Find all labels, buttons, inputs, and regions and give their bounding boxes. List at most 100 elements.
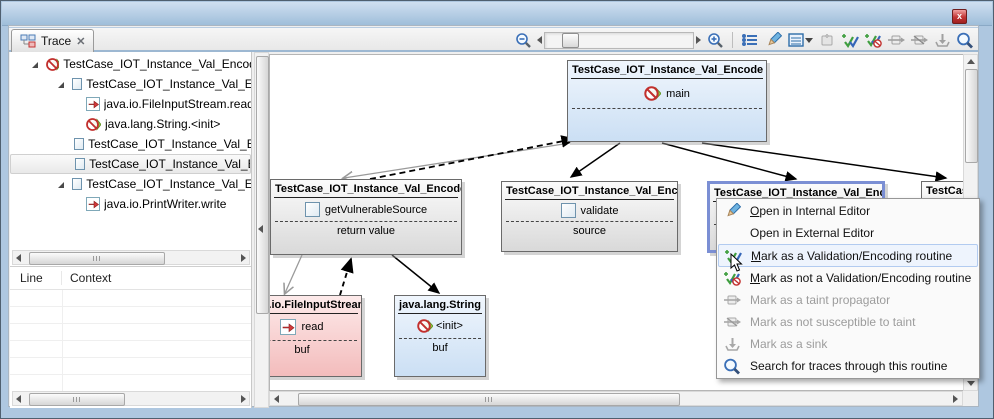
expand-arrow-icon[interactable]: [58, 77, 68, 91]
context-table: Line Context: [10, 266, 251, 391]
scroll-up-icon[interactable]: [967, 59, 975, 64]
show-call-list-button[interactable]: [741, 31, 759, 49]
node-method-row[interactable]: read: [270, 314, 361, 340]
scroll-left-icon[interactable]: [16, 254, 21, 262]
search-traces-button[interactable]: [956, 31, 974, 49]
menu-item-mark-not-validation[interactable]: Mark as not a Validation/Encoding routin…: [718, 267, 978, 289]
tree-row[interactable]: java.io.FileInputStream.read: [10, 94, 251, 114]
tree-vscrollbar[interactable]: [254, 52, 269, 408]
slider-left-arrow-icon[interactable]: [537, 36, 542, 44]
node-separator: [398, 313, 482, 314]
scroll-right-icon[interactable]: [953, 395, 958, 403]
zoom-out-button[interactable]: [514, 31, 532, 49]
graph-node-main[interactable]: TestCase_IOT_Instance_Val_Encode main: [567, 60, 767, 142]
menu-item-open-external-editor[interactable]: Open in External Editor: [718, 222, 978, 244]
trace-call-tree: TestCase_IOT_Instance_Val_Encode.m TestC…: [10, 54, 251, 248]
graph-node-validate[interactable]: TestCase_IOT_Instance_Val_Encode validat…: [501, 181, 678, 252]
column-header-context[interactable]: Context: [70, 271, 112, 285]
node-method-name: getVulnerableSource: [324, 203, 428, 216]
zoom-slider-track[interactable]: [544, 31, 694, 49]
tree-item-label[interactable]: TestCase_IOT_Instance_Val_Encode: [86, 177, 251, 191]
checkbox-icon: [560, 203, 576, 218]
window-titlebar[interactable]: x: [2, 2, 992, 26]
view-header: Trace ✕: [9, 27, 978, 52]
menu-item-label: Mark as a taint propagator: [750, 293, 891, 307]
mark-not-validation-icon: [722, 270, 742, 286]
diagram-vscrollbar-thumb[interactable]: [965, 69, 978, 163]
mark-not-validation-button[interactable]: [864, 31, 882, 49]
table-hscrollbar[interactable]: [12, 391, 250, 406]
tab-close-icon[interactable]: ✕: [76, 35, 86, 48]
scroll-right-icon[interactable]: [241, 395, 246, 403]
tree-vscrollbar-thumb[interactable]: [256, 56, 269, 314]
forbidden-sign-icon: [644, 86, 662, 101]
edit-routine-button[interactable]: [764, 31, 782, 49]
slider-right-arrow-icon[interactable]: [696, 36, 701, 44]
menu-item-label[interactable]: Search for traces through this routine: [750, 359, 948, 373]
sash-collapse-arrow-icon[interactable]: [258, 225, 263, 233]
graph-node-getvulnerablesource[interactable]: TestCase_IOT_Instance_Val_Encode getVuln…: [270, 179, 462, 255]
scroll-down-icon[interactable]: [967, 381, 975, 386]
expand-arrow-icon[interactable]: [32, 57, 42, 71]
menu-item-label[interactable]: Open in Internal Editor: [750, 204, 871, 218]
graph-node-init[interactable]: java.lang.String <init> buf: [394, 295, 486, 377]
tree-row[interactable]: java.lang.String.<init>: [10, 114, 251, 134]
zoom-in-button[interactable]: [706, 31, 724, 49]
diagram-hscrollbar-thumb[interactable]: [298, 393, 680, 406]
tree-item-label[interactable]: TestCase_IOT_Instance_Val_Encode.m: [63, 57, 251, 71]
tree-item-label[interactable]: TestCase_IOT_Instance_Val_Encode: [88, 137, 251, 151]
tree-hscrollbar[interactable]: [12, 250, 250, 265]
layout-menu-button[interactable]: [787, 31, 813, 49]
scroll-left-icon[interactable]: [274, 395, 279, 403]
node-port: source: [572, 225, 607, 237]
search-icon: [722, 358, 742, 375]
taint-propagator-icon: [722, 293, 742, 307]
node-method-row[interactable]: validate: [502, 200, 677, 221]
tree-row[interactable]: TestCase_IOT_Instance_Val_Encode: [10, 174, 251, 194]
tree-row[interactable]: java.io.PrintWriter.write: [10, 194, 251, 214]
tree-item-label[interactable]: TestCase_IOT_Instance_Val_Encode: [86, 77, 251, 91]
mark-validation-button[interactable]: [841, 31, 859, 49]
tree-item-label[interactable]: TestCase_IOT_Instance_Val_Encode: [89, 157, 250, 171]
new-item-disabled-button: [818, 31, 836, 49]
node-method-row[interactable]: <init>: [395, 314, 485, 338]
menu-item-label[interactable]: Mark as not a Validation/Encoding routin…: [750, 271, 972, 285]
trace-view-icon: [20, 34, 36, 48]
table-hscrollbar-thumb[interactable]: [29, 393, 125, 406]
menu-item-label[interactable]: Mark as a Validation/Encoding routine: [751, 248, 953, 263]
menu-item-search-traces[interactable]: Search for traces through this routine: [718, 355, 978, 377]
scroll-right-icon[interactable]: [241, 254, 246, 262]
graph-node-read[interactable]: java.io.FileInputStream read buf: [270, 295, 362, 377]
node-method-row[interactable]: main: [568, 79, 766, 108]
edit-pencil-icon: [722, 203, 742, 219]
tree-item-label[interactable]: java.io.PrintWriter.write: [104, 197, 227, 211]
scroll-left-icon[interactable]: [16, 395, 21, 403]
tree-item-label[interactable]: java.lang.String.<init>: [105, 117, 221, 131]
tab-trace[interactable]: Trace ✕: [11, 29, 95, 52]
node-port: buf: [294, 344, 310, 356]
tree-row-selected[interactable]: TestCase_IOT_Instance_Val_Encode: [10, 154, 251, 174]
tree-row[interactable]: TestCase_IOT_Instance_Val_Encode.m: [10, 54, 251, 74]
column-header-line[interactable]: Line: [10, 271, 62, 285]
menu-item-label: Mark as not susceptible to taint: [750, 315, 916, 329]
tree-row[interactable]: TestCase_IOT_Instance_Val_Encode: [10, 74, 251, 94]
menu-item-open-internal-editor[interactable]: Open in Internal Editor: [718, 200, 978, 222]
node-dashed-line: [399, 338, 481, 339]
tree-hscrollbar-thumb[interactable]: [29, 252, 165, 265]
tree-item-label[interactable]: java.io.FileInputStream.read: [103, 97, 251, 111]
dropdown-arrow-icon[interactable]: [804, 37, 813, 43]
taint-arrow-icon: [86, 197, 100, 211]
context-table-body: [10, 290, 251, 391]
menu-item-label[interactable]: Open in External Editor: [750, 226, 875, 240]
diagram-hscrollbar[interactable]: [269, 391, 963, 406]
node-method-name: read: [301, 321, 324, 333]
zoom-slider[interactable]: [537, 31, 701, 49]
tree-row[interactable]: TestCase_IOT_Instance_Val_Encode: [10, 134, 251, 154]
zoom-slider-thumb[interactable]: [562, 32, 579, 48]
mark-not-susceptible-button-disabled: [910, 31, 928, 49]
node-class-name: TestCase_IOT_Instance_Val_Encode: [714, 187, 882, 199]
window-close-button[interactable]: x: [952, 9, 967, 24]
menu-item-mark-validation[interactable]: Mark as a Validation/Encoding routine: [718, 244, 978, 267]
expand-arrow-icon[interactable]: [58, 177, 68, 191]
node-method-row[interactable]: getVulnerableSource: [271, 198, 461, 221]
